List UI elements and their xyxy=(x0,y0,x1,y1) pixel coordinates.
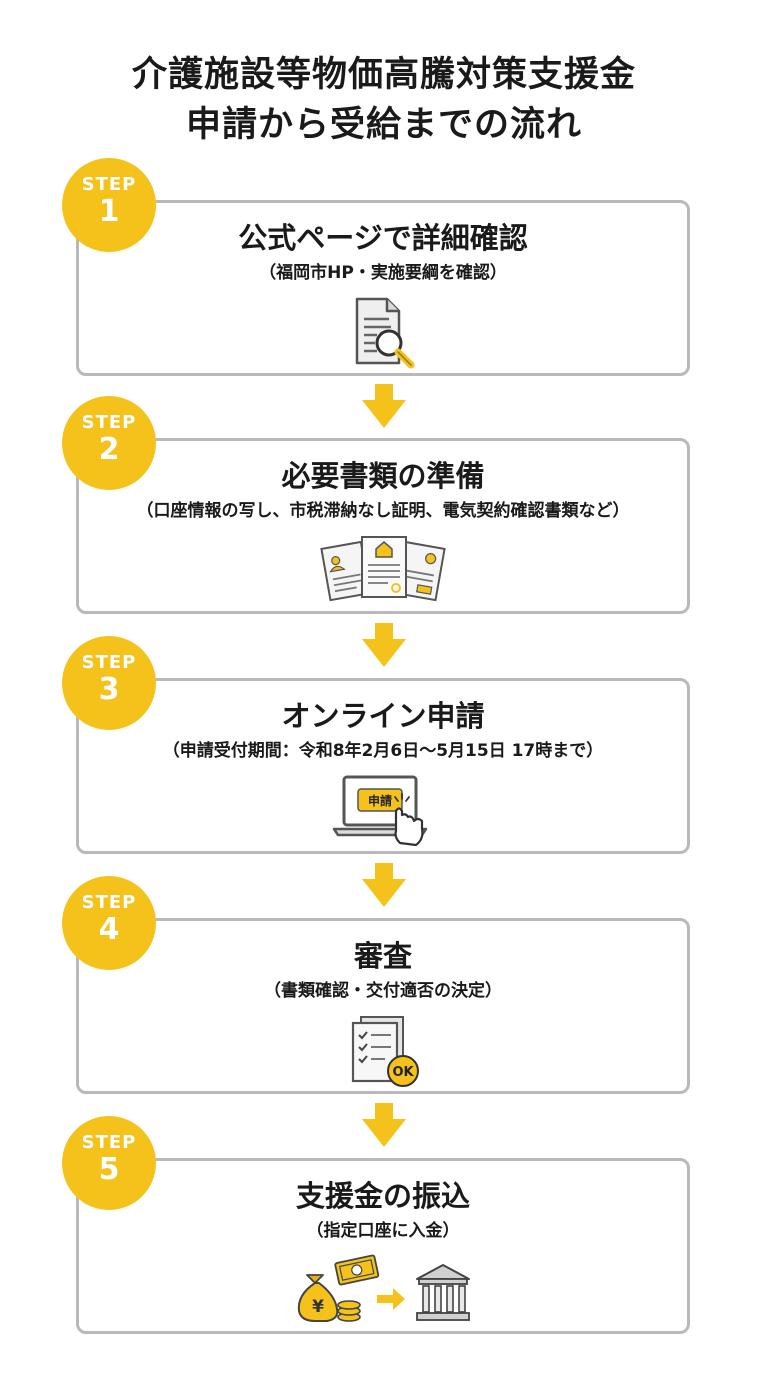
documents-icon xyxy=(320,536,446,602)
step-badge-4: STEP 4 xyxy=(62,876,156,970)
step-card-4: 審査 （書類確認・交付適否の決定） OK xyxy=(76,918,690,1094)
arrow-down-icon xyxy=(362,1103,406,1147)
step-number: 2 xyxy=(98,432,120,467)
step-title: オンライン申請 xyxy=(281,699,485,733)
arrow-down-icon xyxy=(362,384,406,428)
arrow-down-icon xyxy=(362,863,406,907)
step-number: 3 xyxy=(98,672,120,707)
step-subtitle: （口座情報の写し、市税滞納なし証明、電気契約確認書類など） xyxy=(136,501,630,521)
step-card-2: 必要書類の準備 （口座情報の写し、市税滞納なし証明、電気契約確認書類など） xyxy=(76,438,690,614)
step-card-3: オンライン申請 （申請受付期間：令和8年2月6日～5月15日 17時まで） 申請 xyxy=(76,678,690,854)
step-subtitle: （申請受付期間：令和8年2月6日～5月15日 17時まで） xyxy=(162,741,604,761)
yen-sign-label: ¥ xyxy=(312,1297,324,1317)
step-title: 必要書類の準備 xyxy=(281,459,485,493)
title-line-1: 介護施設等物価高騰対策支援金 xyxy=(131,55,636,95)
apply-button-label: 申請 xyxy=(368,793,392,808)
step-label: STEP xyxy=(81,652,137,673)
step-title: 公式ページで詳細確認 xyxy=(238,221,528,255)
step-subtitle: （書類確認・交付適否の決定） xyxy=(264,981,502,1001)
title-line-2: 申請から受給までの流れ xyxy=(185,105,582,145)
step-title: 支援金の振込 xyxy=(295,1179,470,1213)
money-to-bank-icon: ¥ xyxy=(297,1254,470,1322)
ok-stamp-label: OK xyxy=(392,1065,414,1080)
step-badge-2: STEP 2 xyxy=(62,396,156,490)
step-badge-5: STEP 5 xyxy=(62,1116,156,1210)
document-magnifier-icon xyxy=(355,297,415,369)
step-card-5: 支援金の振込 （指定口座に入金） ¥ xyxy=(76,1158,690,1334)
page-title: 介護施設等物価高騰対策支援金 申請から受給までの流れ xyxy=(0,50,768,150)
step-label: STEP xyxy=(81,892,137,913)
step-label: STEP xyxy=(81,174,137,195)
step-number: 5 xyxy=(98,1152,120,1187)
arrow-down-icon xyxy=(362,623,406,667)
step-badge-1: STEP 1 xyxy=(62,158,156,252)
step-subtitle: （福岡市HP・実施要綱を確認） xyxy=(259,263,507,283)
step-card-1: 公式ページで詳細確認 （福岡市HP・実施要綱を確認） xyxy=(76,200,690,376)
step-number: 4 xyxy=(98,912,120,947)
step-badge-3: STEP 3 xyxy=(62,636,156,730)
step-label: STEP xyxy=(81,1132,137,1153)
step-title: 審査 xyxy=(353,939,412,973)
checklist-ok-icon: OK xyxy=(351,1016,419,1087)
step-subtitle: （指定口座に入金） xyxy=(306,1221,460,1241)
step-label: STEP xyxy=(81,412,137,433)
step-number: 1 xyxy=(98,194,120,229)
laptop-apply-icon: 申請 xyxy=(332,775,428,847)
